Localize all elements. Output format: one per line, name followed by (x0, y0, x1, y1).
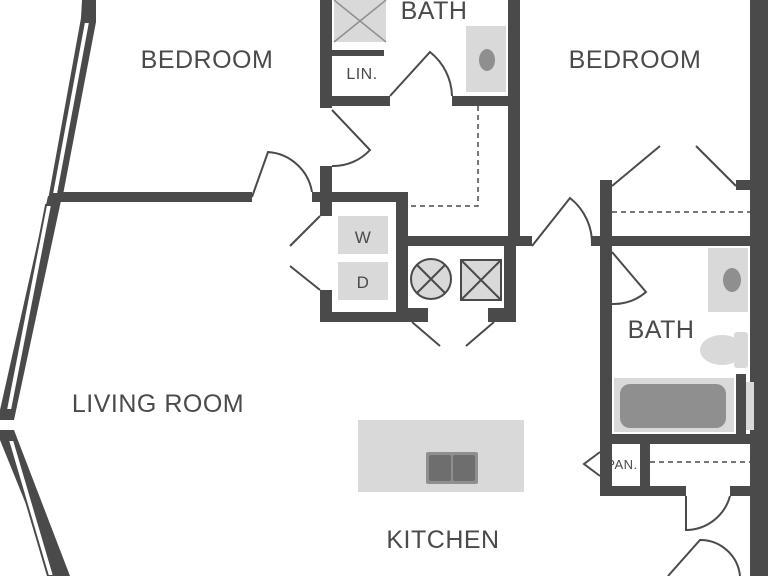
room-label-pantry: PAN. (606, 457, 637, 472)
bathtub (614, 378, 754, 432)
appliance-label-dryer: D (357, 273, 370, 292)
right-bath-sink (708, 248, 748, 312)
room-label-linen: LIN. (346, 66, 377, 83)
door-swings (251, 50, 741, 576)
shower-stall (333, 0, 387, 43)
kitchen-island (358, 420, 524, 492)
room-label-kitchen: KITCHEN (386, 526, 499, 554)
interior-walls (58, 0, 768, 576)
room-label-bedroom-left: BEDROOM (141, 46, 274, 74)
room-label-living-room: LIVING ROOM (72, 390, 244, 418)
closet-shelves (408, 106, 750, 463)
dryer (338, 262, 388, 300)
room-label-bath-top: BATH (401, 0, 468, 25)
washer (338, 216, 388, 254)
appliance-label-washer: W (355, 228, 372, 247)
room-label-bath-right: BATH (628, 316, 695, 344)
exterior-window-wall (0, 0, 96, 576)
toilet (700, 332, 748, 368)
top-bath-sink (466, 26, 506, 92)
water-heater (410, 258, 452, 300)
hvac-unit (460, 259, 502, 301)
room-label-bedroom-right: BEDROOM (569, 46, 702, 74)
